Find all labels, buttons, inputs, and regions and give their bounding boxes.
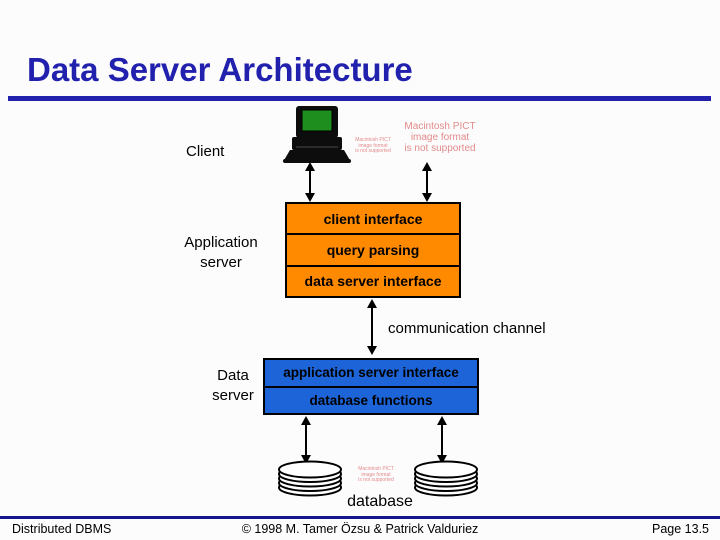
pict-error-text: Macintosh PICT image format is not suppo… bbox=[404, 121, 476, 154]
footer-course-name: Distributed DBMS bbox=[12, 522, 112, 536]
arrow-communication-channel bbox=[367, 299, 377, 355]
client-label: Client bbox=[186, 143, 225, 160]
application-server-box: client interface query parsing data serv… bbox=[285, 202, 461, 298]
pict-error-text-small: Macintosh PICT image format is not suppo… bbox=[358, 466, 394, 483]
app-server-box-row: data server interface bbox=[304, 273, 442, 290]
database-label: database bbox=[347, 493, 413, 510]
footer-copyright: © 1998 M. Tamer Özsu & Patrick Valduriez bbox=[241, 522, 479, 536]
app-server-box-row: client interface bbox=[287, 204, 459, 236]
pict-error-text-small: Macintosh PICT image format is not suppo… bbox=[355, 137, 391, 154]
title-underline bbox=[8, 96, 711, 101]
arrow-client-to-app-server-right bbox=[422, 162, 432, 202]
data-server-box-row: database functions bbox=[309, 392, 433, 408]
arrow-data-server-to-database-left bbox=[301, 416, 311, 464]
database-cylinder-icon-left bbox=[278, 460, 342, 497]
data-server-box-row: application server interface bbox=[265, 360, 477, 388]
client-computer-icon bbox=[283, 106, 351, 163]
slide-title: Data Server Architecture bbox=[27, 51, 413, 88]
footer-page-number: Page 13.5 bbox=[652, 522, 709, 536]
app-server-box-row: query parsing bbox=[287, 235, 459, 267]
communication-channel-label: communication channel bbox=[388, 320, 546, 337]
data-server-label: Data server bbox=[212, 367, 254, 404]
data-server-box: application server interface database fu… bbox=[263, 358, 479, 415]
arrow-data-server-to-database-right bbox=[437, 416, 447, 464]
footer-rule bbox=[0, 516, 720, 519]
application-server-label: Application server bbox=[184, 234, 258, 271]
arrow-client-to-app-server-left bbox=[305, 162, 315, 202]
database-cylinder-icon-right bbox=[414, 460, 478, 497]
